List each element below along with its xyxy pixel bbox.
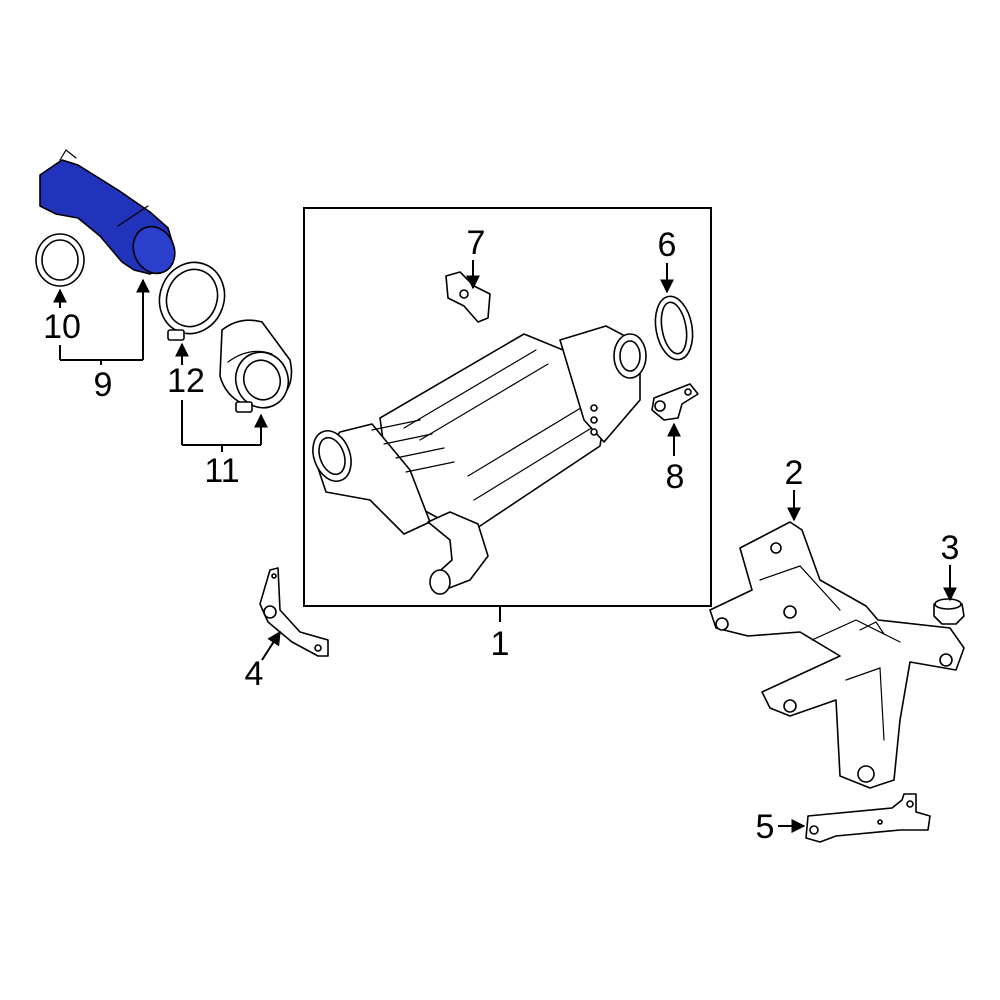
callout-1[interactable]: 1 [491,625,510,663]
callout-7[interactable]: 7 [467,224,486,262]
callout-labels: 1 2 3 4 5 6 7 8 9 10 11 12 [43,224,959,846]
bracket-5[interactable] [805,793,931,843]
callout-6[interactable]: 6 [658,226,677,264]
leader-lines [53,260,957,833]
callout-5[interactable]: 5 [756,808,775,846]
sensor-8[interactable] [651,383,699,421]
callout-12[interactable]: 12 [167,362,205,400]
callout-4[interactable]: 4 [245,655,264,693]
gasket-6[interactable] [651,293,698,362]
callout-11[interactable]: 11 [204,452,239,490]
hose-end-11[interactable] [219,319,296,415]
callout-9[interactable]: 9 [94,366,113,404]
assembly-box [303,207,712,607]
hose-clamp-12[interactable] [150,253,235,343]
seal-ring-10[interactable] [35,233,85,287]
callout-2[interactable]: 2 [785,454,804,492]
bracket-7[interactable] [445,271,491,323]
intercooler-1[interactable] [306,325,647,595]
callout-10[interactable]: 10 [43,308,81,346]
callout-3[interactable]: 3 [941,529,960,567]
callout-8[interactable]: 8 [666,458,685,496]
bracket-4[interactable] [259,567,329,657]
support-frame-2[interactable] [709,521,965,789]
grommet-3[interactable] [933,598,965,625]
air-duct-hose-highlighted[interactable] [39,149,182,280]
